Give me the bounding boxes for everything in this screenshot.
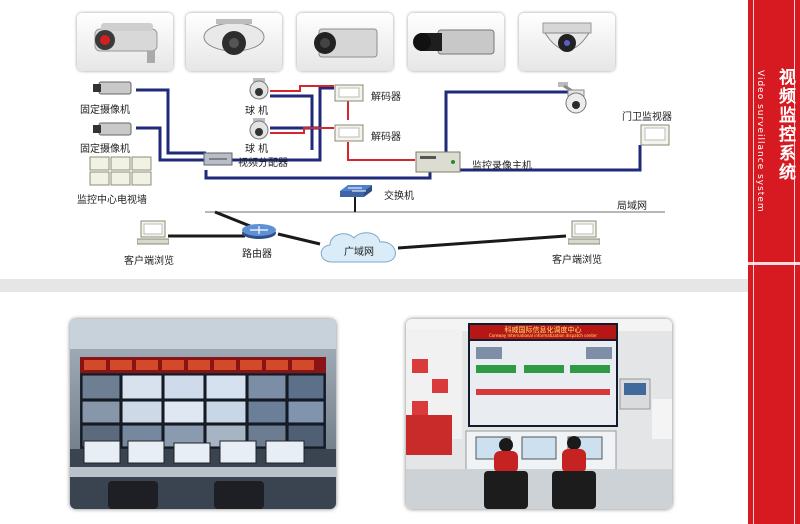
title-sidebar: 视频监控系统 Video surveillance system — [748, 0, 800, 524]
client-left-label: 客户端浏览 — [124, 256, 174, 267]
video-line-gate — [460, 145, 642, 172]
lan-label: 局域网 — [617, 201, 647, 212]
client-left-computer-icon — [137, 220, 169, 245]
monitoring-room-photo-left — [70, 319, 336, 509]
dome-camera-icon — [203, 19, 265, 55]
decoder-1-icon — [334, 84, 364, 102]
fixed-camera-1-icon — [93, 81, 132, 95]
network-line-wan-client — [397, 234, 567, 250]
dome-camera-2-icon — [249, 118, 269, 140]
gate-monitor-label: 门卫监视器 — [622, 112, 672, 123]
video-wall-label: 监控中心电视墙 — [77, 195, 147, 206]
dvr-host-label: 监控录像主机 — [472, 161, 532, 172]
fixed-camera-1-label: 固定摄像机 — [80, 105, 130, 116]
camera-tile-dome — [186, 13, 282, 71]
connection-lines — [136, 85, 665, 250]
bullet-camera-icon — [94, 23, 158, 63]
box-camera-icon — [314, 28, 378, 58]
dispatch-screen-subtitle: Comway International informatization dis… — [488, 333, 598, 338]
dome-camera-2-label: 球 机 — [245, 144, 269, 155]
video-line-speeddome — [444, 90, 575, 158]
dvr-host-icon — [415, 151, 461, 173]
fixed-camera-2-icon — [93, 122, 132, 136]
camera-tile-zoom — [408, 13, 504, 71]
control-line-dome1 — [270, 85, 334, 92]
decoder-2-label: 解码器 — [371, 132, 401, 143]
zoom-camera-icon — [413, 29, 495, 55]
dome-camera-1-label: 球 机 — [245, 106, 269, 117]
sidebar-title-en: Video surveillance system — [755, 70, 765, 213]
wan-cloud-icon — [320, 232, 396, 263]
video-wall-icon — [89, 156, 152, 186]
video-line-dvr — [204, 170, 432, 180]
sidebar-band — [748, 262, 800, 265]
camera-tile-box — [297, 13, 393, 71]
sidebar-title-cn: 视频监控系统 — [775, 68, 795, 182]
decoder-2-icon — [334, 124, 364, 142]
network-line-router-wan — [277, 232, 321, 246]
wan-label: 广域网 — [344, 247, 374, 258]
video-line-dome1 — [270, 94, 314, 150]
camera-tile-bullet — [77, 13, 173, 71]
diagram: 固定摄像机 固定摄像机 监控中心电视墙 球 机 球 机 解码器 解码器 — [0, 0, 748, 279]
client-right-computer-icon — [568, 220, 600, 245]
vandal-dome-camera-icon — [542, 22, 592, 52]
camera-tile-vandal-dome — [519, 13, 615, 71]
dispatch-screen-title: 科威国际信息化调度中心 — [504, 326, 582, 334]
dispatch-center-photo-right: 科威国际信息化调度中心 Comway International informa… — [406, 319, 672, 509]
router-icon — [242, 224, 276, 239]
decoder-1-label: 解码器 — [371, 92, 401, 103]
video-distributor-icon — [203, 152, 233, 166]
client-right-label: 客户端浏览 — [552, 255, 602, 266]
fixed-camera-2-label: 固定摄像机 — [80, 144, 130, 155]
router-label: 路由器 — [242, 249, 272, 260]
speed-dome-camera-icon — [558, 82, 587, 114]
video-line-distributor-right — [232, 86, 334, 162]
gate-monitor-icon — [640, 124, 670, 146]
video-distributor-label: 视频分配器 — [238, 158, 288, 169]
separator-band — [0, 279, 748, 292]
switch-label: 交换机 — [384, 191, 414, 202]
switch-icon — [340, 185, 372, 197]
video-line-camera1 — [136, 88, 206, 155]
dome-camera-1-icon — [249, 78, 269, 100]
control-line-dec2 — [347, 142, 415, 161]
control-line-dome2 — [270, 127, 334, 134]
